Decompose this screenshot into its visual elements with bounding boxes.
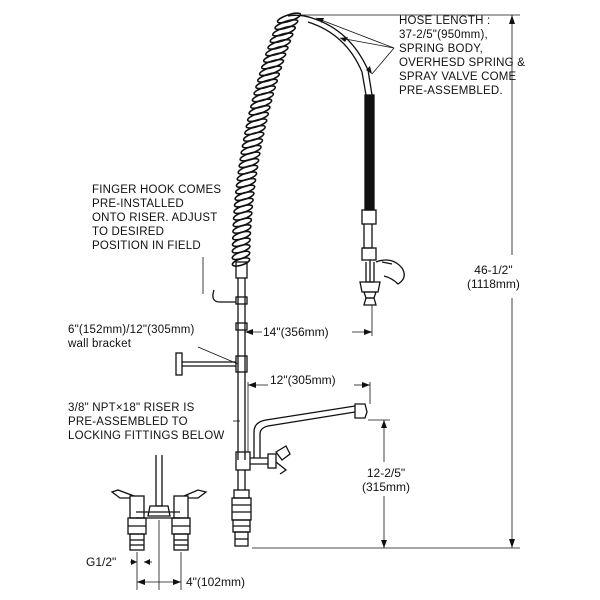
leader-lines [197,17,395,422]
riser-note-line: PRE-ASSEMBLED TO [68,416,188,428]
spring-coil-turn [233,197,254,208]
spout-height-metric: (315mm) [362,480,411,494]
spring-coil-turn [231,230,252,241]
spray-hose [307,17,377,249]
wall-bracket-note: 6"(152mm)/12"(305mm) wall bracket [68,323,195,351]
riser-fittings [231,470,252,547]
add-on-faucet [235,403,368,475]
finger-hook-note: FINGER HOOK COMES PRE-INSTALLED ONTO RIS… [92,183,221,253]
spout-height-value: 12-2/5" [366,466,406,480]
spout-height-dimension: 12-2/5" (315mm) [362,466,411,494]
spring-coil-turn [238,157,260,169]
spring-coil-turn [237,164,259,175]
riser-pipe [235,261,248,460]
spring-coil-turn [231,257,251,267]
spring-coil-turn [234,191,255,202]
spring-top-arc [287,14,313,19]
spring-coil-turn [235,177,257,189]
spring-coil-turn [233,204,254,215]
finger-hook-note-line: TO DESIRED [92,226,165,238]
hose-note-line: SPRING BODY, [399,43,483,55]
center-spacing-dimension: 4"(102mm) [186,575,245,589]
finger-hook [212,289,248,331]
dimension-arrowheads [131,15,515,585]
spray-valve [359,247,405,306]
overall-height-value: 46-1/2" [474,263,513,277]
spring-coil-turn [234,184,256,195]
wall-bracket-note-line: 6"(152mm)/12"(305mm) [68,324,195,336]
hose-note: HOSE LENGTH : 37-2/5"(950mm), SPRING BOD… [399,14,525,98]
leader-arrowheads [316,18,372,74]
spring-coil-turn [239,151,261,162]
spring-coil-turn [231,243,251,254]
riser-note-line: 3/8" NPT×18" RISER IS [68,402,195,414]
spring-coil-turn [232,217,253,228]
spring-coil-turn [231,250,251,261]
hose-note-line: OVERHESD SPRING & [399,57,526,69]
spray-reach-dimension: 14"(356mm) [263,325,329,339]
overall-height-dimension: 46-1/2" (1118mm) [467,263,520,291]
finger-hook-note-line: FINGER HOOK COMES [92,184,222,196]
hose-note-line: 37-2/5"(950mm), [399,29,488,41]
spring-coil-turn [236,171,258,182]
finger-hook-note-line: POSITION IN FIELD [92,240,201,252]
spout-length-dimension: 12"(305mm) [270,373,336,387]
inlet-thread-dimension: G1/2" [86,555,117,569]
finger-hook-note-line: PRE-INSTALLED [92,198,184,210]
spring-coil-turn [232,223,252,235]
deck-mount-base [110,455,208,551]
spring-coil-turn [240,144,262,156]
overall-height-metric: (1118mm) [467,277,520,291]
hose-note-line: PRE-ASSEMBLED. [399,85,503,97]
spring-coil-turn [231,237,251,248]
hose-note-line: HOSE LENGTH : [399,15,491,27]
riser-note-line: LOCKING FITTINGS BELOW [68,430,225,442]
wall-bracket-note-line: wall bracket [68,338,132,350]
finger-hook-note-line: ONTO RISER. ADJUST [92,212,218,224]
overhead-spring-coil [231,12,302,267]
riser-note: 3/8" NPT×18" RISER IS PRE-ASSEMBLED TO L… [68,401,224,443]
hose-note-line: SPRAY VALVE COME [399,71,517,83]
wall-bracket [175,352,248,376]
spring-coil-turn [232,210,253,221]
